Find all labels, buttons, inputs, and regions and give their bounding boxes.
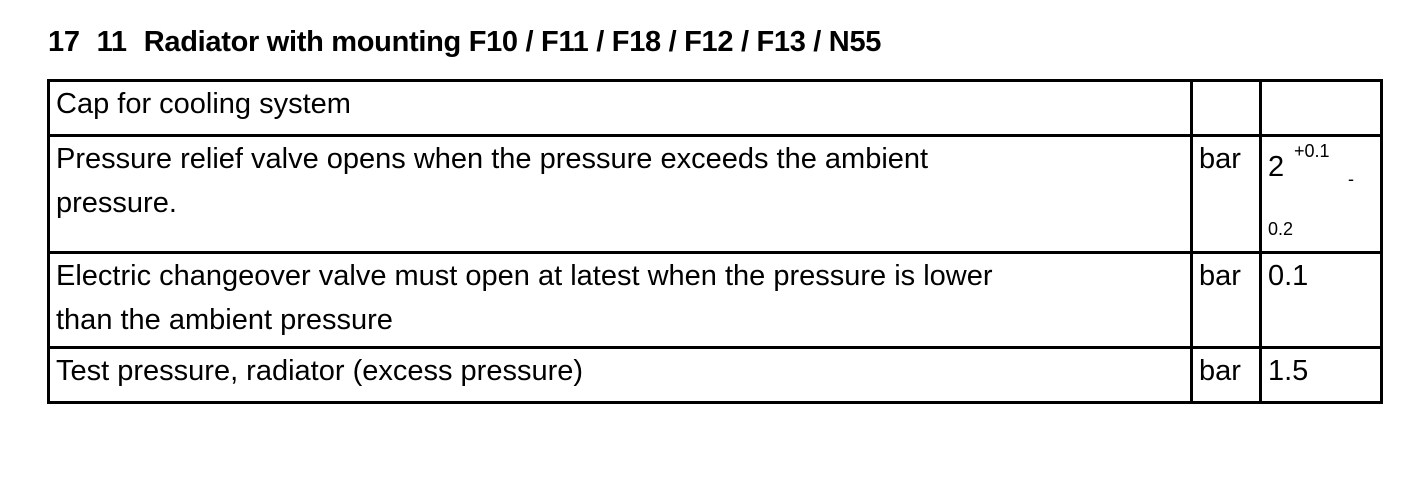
heading-title: Radiator with mounting F10 / F11 / F18 /… xyxy=(143,26,882,58)
spec-table: Cap for cooling system Pressure relief v… xyxy=(47,79,1383,404)
value-cell xyxy=(1259,79,1383,137)
value-cell: 1.5 xyxy=(1259,346,1383,404)
unit-cell: bar xyxy=(1190,134,1262,254)
unit-cell: bar xyxy=(1190,251,1262,349)
tolerance-dash: - xyxy=(1348,169,1354,189)
description-cell: Electric changeover valve must open at l… xyxy=(47,251,1193,349)
table-row: Electric changeover valve must open at l… xyxy=(47,251,1383,349)
tolerance-value: 2 +0.1 - 0.2 xyxy=(1268,137,1374,251)
section-label: Cap for cooling system xyxy=(47,79,1193,137)
subgroup-number: 11 xyxy=(96,26,127,58)
section-heading: 17 11 Radiator with mounting F10 / F11 / F… xyxy=(48,26,881,59)
table-row: Test pressure, radiator (excess pressure… xyxy=(47,346,1383,404)
value-cell: 0.1 xyxy=(1259,251,1383,349)
table-row: Cap for cooling system xyxy=(47,79,1383,137)
unit-cell xyxy=(1190,79,1262,137)
description-cell: Pressure relief valve opens when the pre… xyxy=(47,134,1193,254)
group-number: 17 xyxy=(48,26,80,58)
description-line: pressure. xyxy=(56,187,177,219)
upper-tolerance: +0.1 xyxy=(1294,141,1330,161)
description-line: Electric changeover valve must open at l… xyxy=(56,260,993,292)
value-cell: 2 +0.1 - 0.2 xyxy=(1259,134,1383,254)
nominal-value: 2 xyxy=(1268,151,1285,183)
description-line: Pressure relief valve opens when the pre… xyxy=(56,143,929,175)
unit-cell: bar xyxy=(1190,346,1262,404)
table-row: Pressure relief valve opens when the pre… xyxy=(47,134,1383,254)
lower-tolerance: 0.2 xyxy=(1268,219,1294,239)
description-cell: Test pressure, radiator (excess pressure… xyxy=(47,346,1193,404)
description-line: than the ambient pressure xyxy=(56,304,393,336)
